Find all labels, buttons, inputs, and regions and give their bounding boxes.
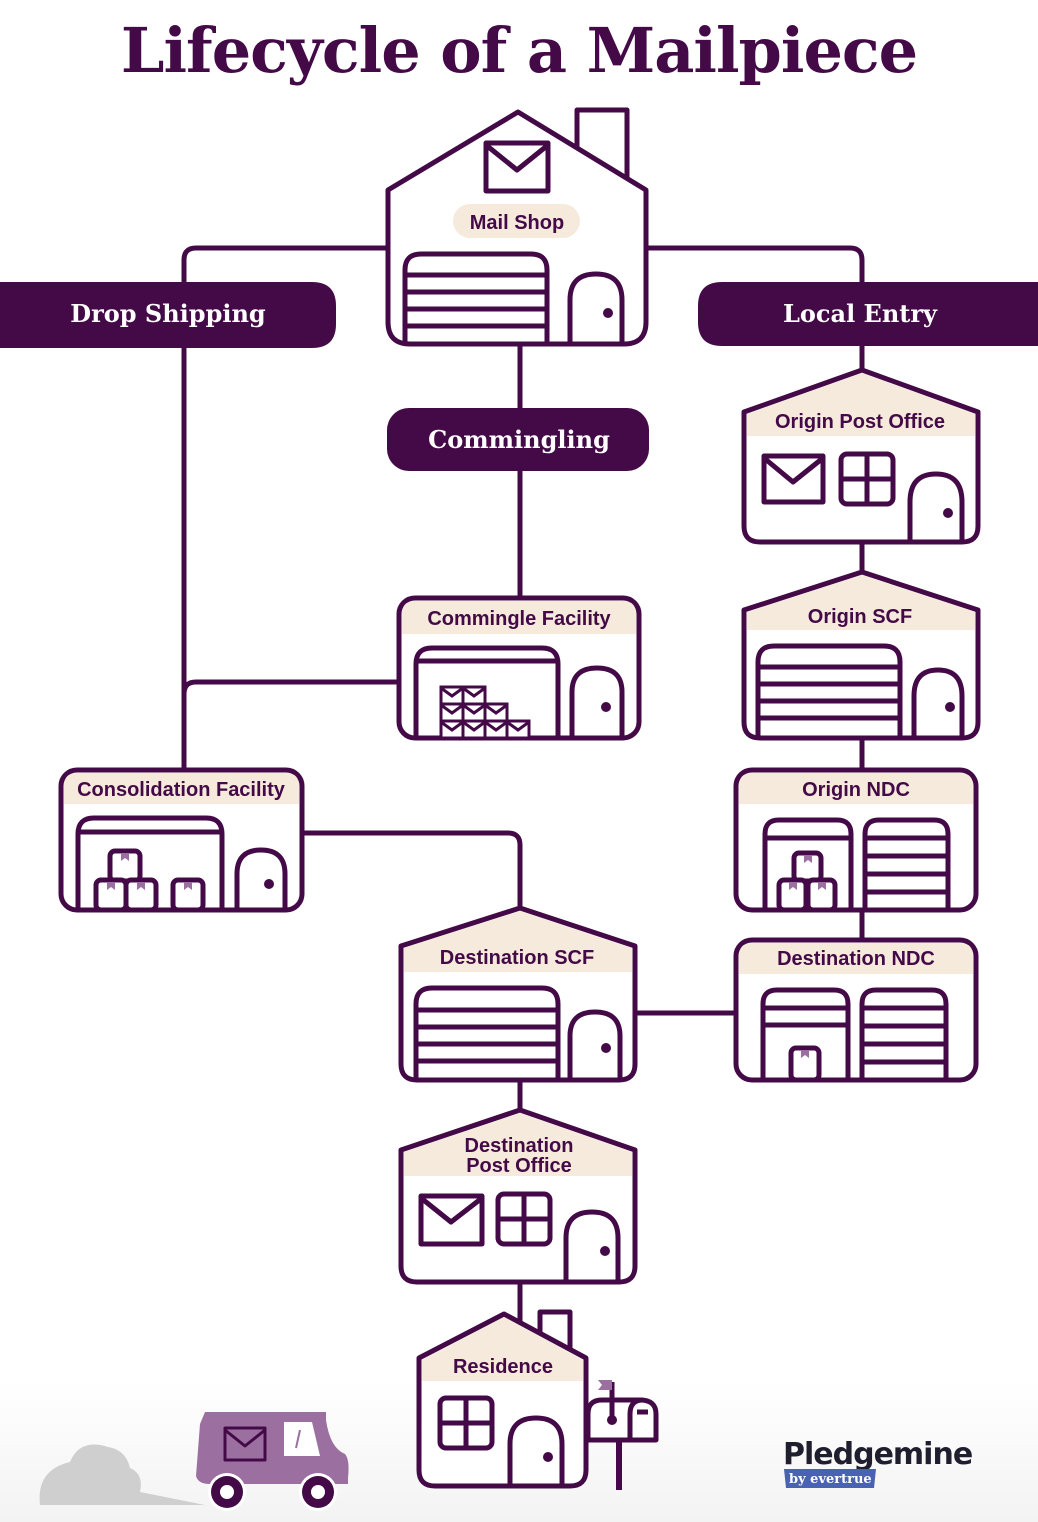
package-icon	[788, 1045, 822, 1083]
warehouse-bay-icon	[760, 987, 851, 1080]
envelope-icon	[761, 453, 826, 505]
node-commingle-facility: Commingle Facility	[396, 595, 642, 741]
node-label-commingle-facility: Commingle Facility	[427, 608, 611, 630]
node-label-consolidation-facility: Consolidation Facility	[77, 779, 286, 801]
envelope-flap	[440, 686, 464, 698]
package-stack-icon	[776, 850, 838, 913]
door-icon	[567, 1009, 623, 1080]
connector-commingle-consolidation	[181, 679, 400, 695]
envelope-icon	[418, 1193, 485, 1247]
node-destination-post-office: Destination Post Office	[398, 1107, 638, 1285]
route-label-commingling: Commingling	[428, 425, 610, 454]
warehouse-bay-icon	[75, 815, 225, 910]
envelope-flap	[440, 720, 464, 732]
envelope-icon	[483, 140, 551, 194]
envelope-flap	[484, 720, 508, 732]
node-residence: Residence	[416, 1309, 659, 1490]
door-icon	[563, 1209, 621, 1282]
envelope-flap	[506, 720, 530, 732]
node-origin-ndc: Origin NDC	[733, 767, 979, 913]
door-icon	[907, 471, 965, 542]
brand-name: Pledgemine	[783, 1437, 972, 1472]
window-icon	[437, 1395, 495, 1451]
door-icon	[567, 271, 625, 344]
stacked-envelopes-icon	[439, 685, 531, 740]
node-label-residence: Residence	[453, 1356, 553, 1378]
brand-byline: by evertrue	[789, 1472, 872, 1487]
window-icon	[838, 451, 896, 507]
node-destination-ndc: Destination NDC	[733, 937, 979, 1083]
door-icon	[911, 667, 965, 738]
garage-door-icon	[755, 643, 903, 738]
page-title: Lifecycle of a Mailpiece	[121, 14, 917, 87]
mail-truck-icon	[196, 1412, 349, 1511]
door-icon	[234, 847, 288, 910]
envelope-flap	[462, 720, 486, 732]
exhaust-cloud	[39, 1444, 205, 1505]
door-icon	[569, 665, 625, 738]
route-commingling: Commingling	[387, 408, 649, 471]
node-destination-scf: Destination SCF	[398, 905, 638, 1083]
route-local-entry: Local Entry	[698, 282, 1038, 346]
node-mail-shop: Mail Shop	[385, 107, 649, 347]
garage-door-icon	[402, 251, 550, 344]
node-label-destination-post-office-line1: Destination	[465, 1135, 574, 1157]
node-label-origin-scf: Origin SCF	[808, 606, 912, 628]
envelope-flap	[462, 686, 486, 698]
connector-mailshop-dropshipping	[181, 245, 388, 770]
garage-door-icon	[862, 817, 951, 910]
node-label-origin-post-office: Origin Post Office	[775, 411, 945, 433]
route-drop-shipping: Drop Shipping	[0, 282, 336, 348]
envelope-flap	[484, 703, 508, 715]
warehouse-bay-icon	[413, 645, 561, 738]
node-origin-scf: Origin SCF	[741, 569, 981, 741]
node-origin-post-office: Origin Post Office	[741, 367, 981, 545]
connector-consolidation-dscf	[302, 830, 523, 908]
route-label-drop-shipping: Drop Shipping	[70, 299, 266, 328]
mailbox-icon	[585, 1380, 659, 1490]
package-stack-icon	[93, 848, 206, 913]
route-label-local-entry: Local Entry	[783, 299, 938, 328]
garage-door-icon	[859, 987, 949, 1080]
garage-door-icon	[413, 985, 561, 1080]
connector-mailshop-localentry	[648, 245, 865, 372]
window-icon	[495, 1191, 553, 1247]
node-label-destination-ndc: Destination NDC	[777, 948, 935, 970]
node-consolidation-facility: Consolidation Facility	[58, 767, 305, 913]
brand-logo: Pledgemine by evertrue	[783, 1437, 973, 1488]
envelope-flap	[462, 703, 486, 715]
warehouse-bay-icon	[762, 817, 854, 910]
door-icon	[507, 1415, 565, 1486]
node-label-destination-post-office-line2: Post Office	[466, 1155, 572, 1177]
node-label-mail-shop: Mail Shop	[470, 212, 564, 234]
envelope-flap	[440, 703, 464, 715]
node-label-destination-scf: Destination SCF	[440, 947, 594, 969]
node-label-origin-ndc: Origin NDC	[802, 779, 910, 801]
